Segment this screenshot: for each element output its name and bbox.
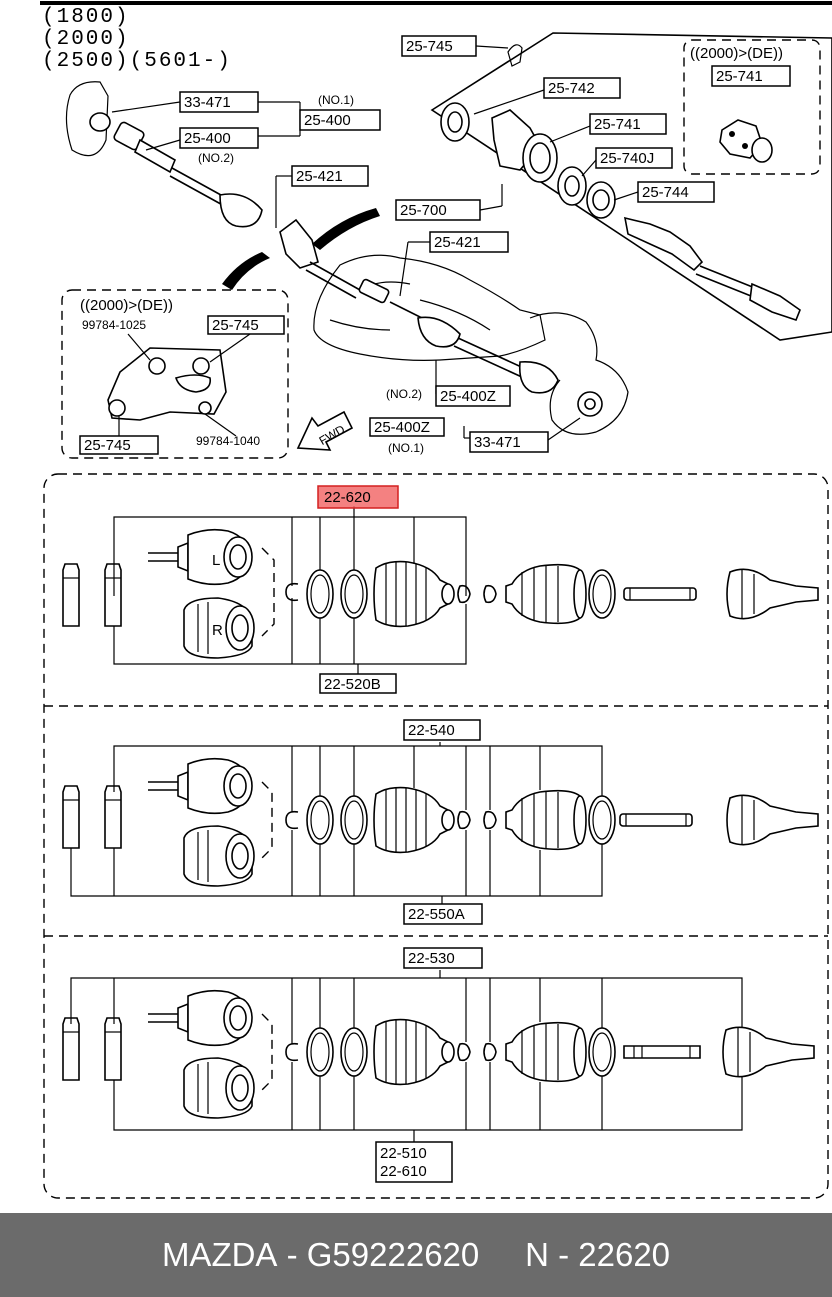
footer-brand: MAZDA — [161, 1236, 278, 1273]
section-2: 22-540 22-550A — [62, 719, 819, 925]
top-assembly — [65, 81, 629, 435]
section-1-top-label: 22-620 — [324, 489, 371, 506]
callout-25700: 25-700 — [400, 202, 447, 219]
callout-25400z-b: 25-400Z — [374, 419, 430, 436]
callout-25740j: 25-740J — [600, 150, 654, 167]
callout-no2-b: (NO.2) — [386, 387, 422, 401]
section-3-bottom-label-2: 22-610 — [380, 1163, 427, 1180]
callout-25745-inset-b: 25-745 — [84, 437, 131, 454]
section-2-top-label: 22-540 — [408, 722, 455, 739]
footer-ref: N - 22620 — [525, 1236, 671, 1273]
footer-part-number: G59222620 — [306, 1236, 480, 1273]
callout-25744: 25-744 — [642, 184, 689, 201]
callout-25745-inset: 25-745 — [212, 317, 259, 334]
inset-left-label: ((2000)>(DE)) — [80, 297, 173, 314]
callout-25421-a: 25-421 — [296, 168, 343, 185]
section-1-bottom-label: 22-520B — [324, 676, 381, 693]
callout-25742: 25-742 — [548, 80, 595, 97]
bearing-panel — [430, 32, 832, 341]
top-callouts: 25-745 33-471 (NO.1) 25-400 25-400 (NO.2… — [79, 35, 791, 455]
footer-separator: - — [277, 1236, 307, 1273]
callout-25741-box: 25-741 — [716, 68, 763, 85]
callout-99784-1025: 99784-1025 — [82, 318, 146, 332]
callout-99784-1040: 99784-1040 — [196, 434, 260, 448]
footer-bar: MAZDA - G59222620 N - 22620 — [0, 1213, 832, 1297]
callout-25421-b: 25-421 — [434, 234, 481, 251]
inset-right-label: ((2000)>(DE)) — [690, 45, 783, 62]
callout-25400-top: 25-400 — [184, 130, 231, 147]
joint-mark-left: L — [212, 552, 220, 569]
section-3: 22-530 22-510 22-610 — [62, 947, 815, 1183]
section-3-top-label: 22-530 — [408, 950, 455, 967]
parts-diagram: (1800) (2000) (2500)(5601-) — [40, 1, 832, 1199]
callout-25741: 25-741 — [594, 116, 641, 133]
de-inset-left: ((2000)>(DE)) — [61, 289, 289, 459]
section-1: L R 22-620 22-520B — [62, 485, 819, 694]
footer-gap — [479, 1236, 525, 1274]
callout-25400-right: 25-400 — [304, 112, 351, 129]
callout-25400z-a: 25-400Z — [440, 388, 496, 405]
callout-25745-top: 25-745 — [406, 38, 453, 55]
callout-no1-top: (NO.1) — [318, 93, 354, 107]
callout-no2-top: (NO.2) — [198, 151, 234, 165]
de-inset-right: ((2000)>(DE)) — [683, 39, 821, 175]
highlight-box — [317, 485, 399, 509]
section-3-bottom-label-1: 22-510 — [380, 1145, 427, 1162]
fwd-arrow: FWD — [296, 410, 354, 451]
section-2-bottom-label: 22-550A — [408, 906, 465, 923]
header-line-2: (2000) — [42, 28, 130, 51]
callout-33471-b: 33-471 — [474, 434, 521, 451]
header-line-1: (1800) — [42, 6, 130, 29]
sections-frame — [43, 473, 829, 1199]
joint-mark-right: R — [212, 622, 223, 639]
callout-no1-b: (NO.1) — [388, 441, 424, 455]
callout-33471-top: 33-471 — [184, 94, 231, 111]
header-line-3: (2500)(5601-) — [42, 50, 232, 73]
